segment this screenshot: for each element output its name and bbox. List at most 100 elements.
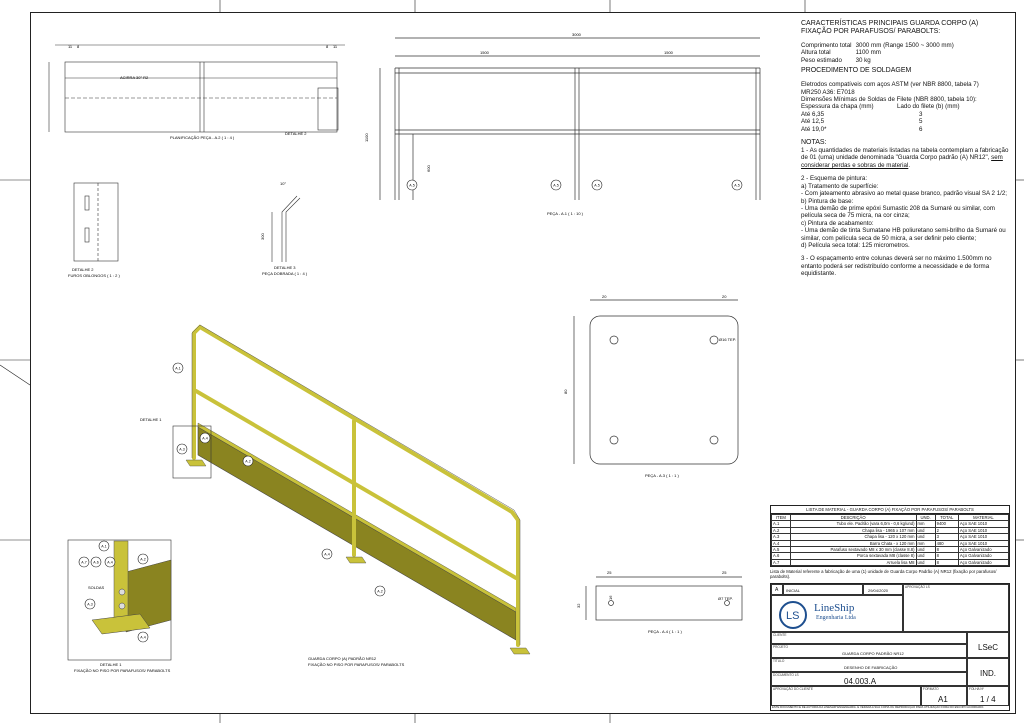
a1-label: PEÇA - A.1 ( 1 : 10 ) xyxy=(547,211,584,216)
nota1-underlined: sem considerar perdas e sobras de materi… xyxy=(801,154,1003,169)
iso-sub: FIXAÇÃO NO PISO POR PARAFUSOS/ PARABOLTS xyxy=(308,662,405,667)
spec-key: Peso estimado xyxy=(801,56,842,64)
bom-cell: Arruela lisa M8 xyxy=(789,558,917,567)
callout-bubble xyxy=(406,179,418,191)
a3-label: PEÇA - A.3 ( 1 : 1 ) xyxy=(645,473,679,478)
callout-label: A.2 xyxy=(245,459,250,463)
planificacao-view xyxy=(48,44,345,133)
dim-1100: 1100 xyxy=(364,133,369,142)
title-block: A INICIAL 29/04/2020 APROVAÇÃO LS LS Lin… xyxy=(770,583,1010,711)
cliente-cell: LSeC xyxy=(967,632,1009,658)
company-sub: Engenharia Ltda xyxy=(816,615,856,621)
notes-title2: FIXAÇÃO POR PARAFUSOS/ PARABOLTS: xyxy=(801,28,941,35)
spec-key: Comprimento total xyxy=(801,42,852,49)
nota1-text: 1 - As quantidades de materiais listadas… xyxy=(801,147,1009,162)
thick-cell: 3 xyxy=(919,110,923,118)
nota3: 3 - O espaçamento entre colunas deverá s… xyxy=(801,255,992,278)
folha-value: 1 / 4 xyxy=(980,695,996,704)
callout-label: A.4 xyxy=(140,635,145,639)
rev-date-cell: 29/04/2020 xyxy=(863,584,903,595)
thickness-table: Espessura da chapa (mm)Lado do filete (b… xyxy=(801,103,964,133)
doc-label: DOCUMENTO LS xyxy=(773,673,799,677)
nota1-end: . xyxy=(908,161,911,169)
hole-a3: Ø16 TEP. xyxy=(719,337,736,342)
bom-cell: 9400 xyxy=(934,520,959,528)
electrodes-line1: Eletrodos compatíveis com aços ASTM (ver… xyxy=(801,81,979,89)
bom-cell: 2 xyxy=(934,526,959,535)
callout-bubble xyxy=(78,556,90,568)
bom-cell: 8 xyxy=(934,545,959,554)
callout-label: A.4 xyxy=(324,552,329,556)
thick-cell: Até 6,35 xyxy=(801,110,825,118)
dim-1500b: 1500 xyxy=(664,50,674,55)
nota2-line: d) Película seca total: 125 micrometros. xyxy=(801,241,910,249)
formato-label: FORMATO xyxy=(923,687,939,691)
thick-header: Espessura da chapa (mm) xyxy=(801,103,874,111)
callout-label: A.6 xyxy=(93,560,98,564)
callout-label: A.1 xyxy=(175,366,180,370)
rev-desc-cell: INICIAL xyxy=(783,584,863,595)
detalhe2-ref: DETALHE 2 xyxy=(285,131,307,136)
bom-cell: 8 xyxy=(934,558,959,567)
dim-32: 32 xyxy=(576,603,581,608)
soldas-label: SOLDAS xyxy=(88,585,105,590)
notas-title: NOTAS: xyxy=(801,139,827,147)
nota2-line: - Uma demão de prime epóxi Sumastic 208 … xyxy=(801,204,995,220)
iso-title: GUARDA CORPO (A) PADRÃO NR12 xyxy=(308,656,377,661)
dim-300: 300 xyxy=(260,233,265,240)
aprov-cliente-label: APROVAÇÃO DO CLIENTE xyxy=(773,687,813,691)
detalhe2-sub: FUROS OBLONGOS ( 1 : 2 ) xyxy=(68,273,120,278)
callout-bubble xyxy=(242,455,254,467)
thick-cell: Até 12,5 xyxy=(801,118,825,126)
dim-80: 80 xyxy=(563,389,568,394)
cliente-label: CLIENTE xyxy=(773,633,787,637)
bom-cell: 480 xyxy=(934,539,959,548)
bom-cell: Aço SAE 1010 xyxy=(957,533,1010,541)
callout-bubble xyxy=(731,179,743,191)
nota1: 1 - As quantidades de materiais listadas… xyxy=(801,147,1011,169)
a4-label: PEÇA - A.4 ( 1 : 1 ) xyxy=(648,629,682,634)
dim-25b: 25 xyxy=(722,570,727,575)
company-logo-icon: LS xyxy=(779,601,807,629)
dim-8b: 8 xyxy=(326,44,329,49)
detalhe1-view xyxy=(67,539,172,661)
spec-value: 1100 mm xyxy=(855,49,881,57)
dim-8a: 8 xyxy=(77,44,80,49)
ind-value: IND. xyxy=(980,669,996,678)
detalhe1-sub: FIXAÇÃO NO PISO POR PARAFUSOS/ PARABOLTS xyxy=(74,668,171,673)
company-name: LineShip xyxy=(814,602,855,614)
dim-20b: 20 xyxy=(722,294,727,299)
callout-label: A.5 xyxy=(594,183,599,187)
bom-cell: Aço SAE 1010 xyxy=(957,526,1010,535)
nota2-line: - Com jateamento abrasivo ao metal quase… xyxy=(801,190,1008,198)
dims-title: Dimensões Mínimas de Soldas de Filete (N… xyxy=(801,96,977,104)
dobrada-title: DETALHE 3 xyxy=(274,265,296,270)
callout-label: A.2 xyxy=(140,557,145,561)
dim-16: 16 xyxy=(608,595,613,600)
dim-10deg: 10° xyxy=(280,181,286,186)
detalhe1-ref: DETALHE 1 xyxy=(140,417,162,422)
hole-a4: Ø7 TEP. xyxy=(718,596,733,601)
detalhe2-title: DETALHE 2 xyxy=(72,267,94,272)
thick-cell: 5 xyxy=(919,118,923,126)
rev-letter: A xyxy=(775,587,779,593)
bom-cell: 8 xyxy=(934,552,959,560)
projeto-label: PROJETO xyxy=(773,645,788,649)
callout-bubble xyxy=(321,548,333,560)
bom-cell: A.7 xyxy=(771,558,791,567)
callout-label: A.3 xyxy=(87,602,92,606)
callout-bubble xyxy=(137,553,149,565)
aprov-cell: APROVAÇÃO LS xyxy=(903,584,1009,632)
peca-a1-view xyxy=(379,37,761,200)
bom-header: TOTAL xyxy=(934,513,959,522)
